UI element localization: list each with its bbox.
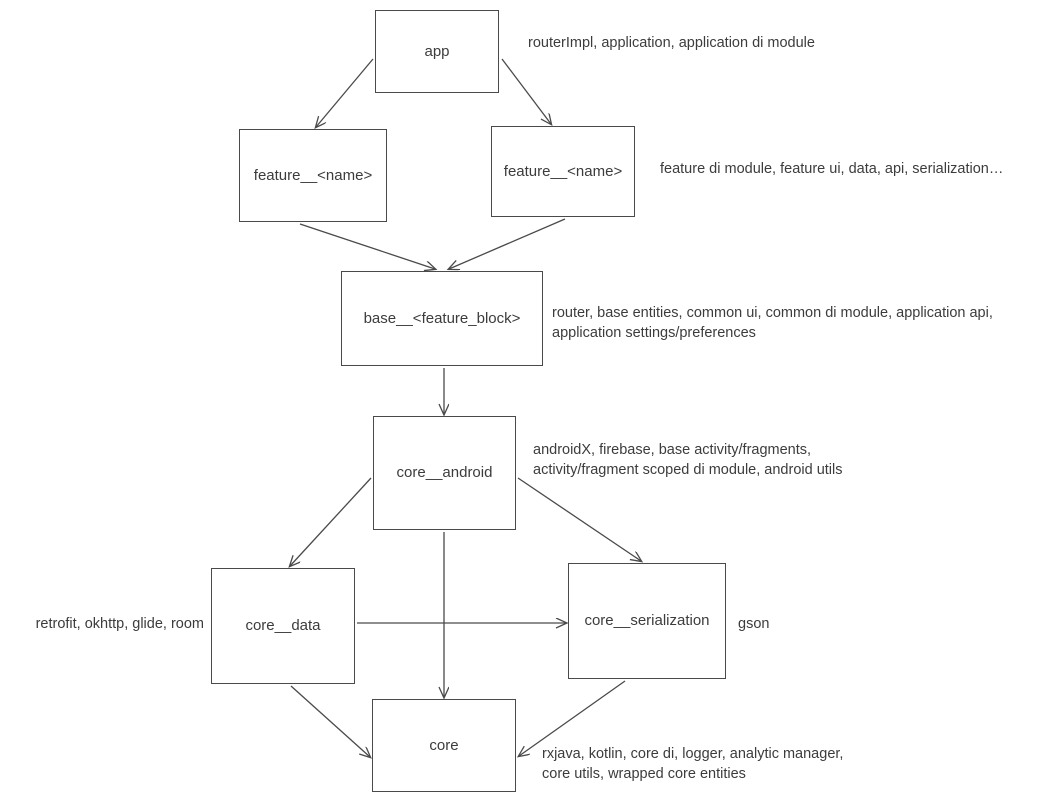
note-core-serialization: gson (738, 616, 770, 632)
node-app-label: app (424, 42, 450, 60)
note-core-android: androidX, firebase, base activity/fragme… (533, 442, 843, 478)
edge-app-to-feature-left (316, 58, 374, 127)
node-feature-right-label: feature__<name> (503, 162, 623, 180)
note-feature: feature di module, feature ui, data, api… (660, 161, 1004, 177)
node-base[interactable]: base__<feature_block> (341, 271, 543, 366)
node-core-android-label: core__android (396, 464, 493, 481)
edge-feature-left-to-base (299, 223, 435, 269)
node-core-android[interactable]: core__android (373, 416, 516, 530)
node-core-label: core (429, 736, 459, 754)
node-app[interactable]: app (375, 10, 499, 93)
edge-feature-right-to-base (449, 218, 566, 269)
node-core-data[interactable]: core__data (211, 568, 355, 684)
note-app: routerImpl, application, application di … (528, 35, 815, 51)
node-core-data-label: core__data (245, 617, 321, 634)
node-core[interactable]: core (372, 699, 516, 792)
note-core-data: retrofit, okhttp, glide, room (35, 616, 204, 632)
node-core-serialization[interactable]: core__serialization (568, 563, 726, 679)
note-base: router, base entities, common ui, common… (552, 305, 993, 341)
edge-app-to-feature-right (501, 58, 551, 124)
node-feature-left-label: feature__<name> (253, 166, 373, 184)
edge-core-data-to-core (290, 685, 370, 757)
edge-core-serialization-to-core (519, 680, 626, 756)
node-core-serialization-label: core__serialization (584, 612, 710, 629)
edge-core-android-to-core-serialization (517, 477, 641, 561)
edge-core-android-to-core-data (290, 477, 372, 566)
node-base-label: base__<feature_block> (363, 309, 521, 327)
node-feature-right[interactable]: feature__<name> (491, 126, 635, 217)
node-feature-left[interactable]: feature__<name> (239, 129, 387, 222)
note-core: rxjava, kotlin, core di, logger, analyti… (542, 746, 844, 782)
